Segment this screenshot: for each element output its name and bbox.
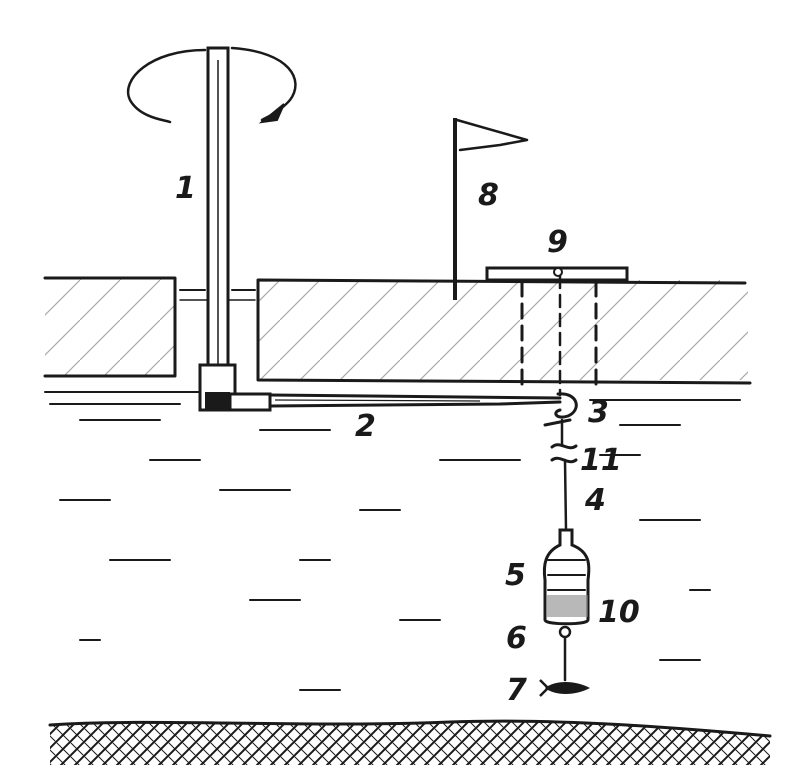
label-4: 4	[584, 483, 606, 518]
bottle-float	[542, 528, 591, 626]
label-9: 9	[547, 225, 568, 260]
label-3: 3	[588, 395, 609, 430]
label-10: 10	[598, 595, 640, 630]
ice-block-left	[43, 276, 177, 378]
signal-flag	[453, 118, 529, 300]
label-2: 2	[355, 409, 376, 444]
lake-bottom	[48, 719, 772, 765]
label-8: 8	[478, 178, 499, 213]
fish-lure	[539, 679, 590, 697]
ice-block-right	[256, 278, 752, 385]
swivel	[558, 625, 572, 682]
crossbar	[485, 266, 629, 282]
rotation-arrow-icon	[127, 46, 297, 124]
vertical-rod	[206, 46, 230, 375]
crossbar-legs	[520, 280, 598, 387]
fishing-line	[558, 274, 568, 532]
label-1: 1	[175, 171, 196, 206]
label-6: 6	[506, 621, 527, 656]
horizontal-rod	[228, 392, 562, 412]
line-break-mark	[550, 443, 578, 464]
hook-end	[543, 392, 578, 427]
label-5: 5	[505, 558, 526, 593]
label-11: 11	[580, 443, 622, 478]
label-7: 7	[506, 673, 527, 708]
water-surface	[44, 391, 741, 691]
